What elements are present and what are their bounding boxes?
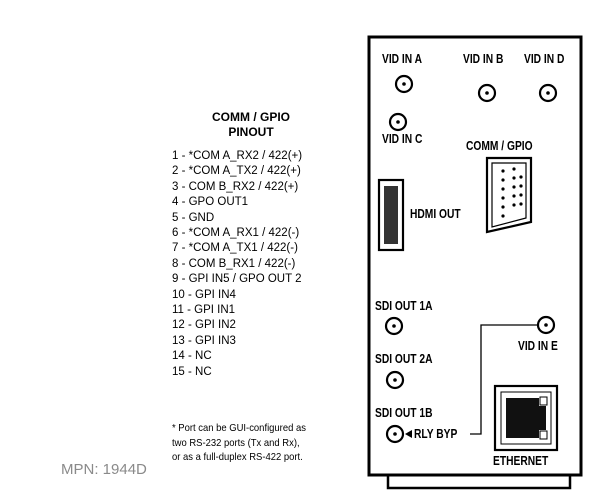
pin-entry: 10 - GPI IN4 bbox=[172, 288, 236, 301]
pin-entry: 14 - NC bbox=[172, 350, 212, 363]
db15-port-icon bbox=[485, 156, 533, 234]
label-hdmi-out: HDMI OUT bbox=[410, 207, 461, 221]
label-rly-byp: RLY BYP bbox=[414, 427, 458, 441]
pin-entry: 5 - GND bbox=[172, 211, 215, 224]
bnc-connector-icon bbox=[538, 83, 558, 103]
pin-entry: 4 - GPO OUT1 bbox=[172, 196, 249, 209]
footnote: * Port can be GUI-configured as two RS-2… bbox=[172, 421, 321, 465]
pin-entry: 2 - *COM A_TX2 / 422(+) bbox=[172, 165, 301, 178]
pinout-title: COMM / GPIO PINOUT bbox=[196, 110, 306, 140]
label-vid-in-e: VID IN E bbox=[518, 339, 558, 353]
panel-bracket bbox=[386, 476, 572, 490]
pin-entry: 1 - *COM A_RX2 / 422(+) bbox=[172, 150, 303, 162]
pinout-title-line1: COMM / GPIO bbox=[212, 110, 290, 124]
relay-bypass-line bbox=[470, 324, 538, 435]
arrow-left-icon bbox=[405, 430, 412, 438]
pin-entry: 7 - *COM A_TX1 / 422(-) bbox=[172, 242, 298, 255]
label-sdi-out-1a: SDI OUT 1A bbox=[375, 299, 433, 313]
label-sdi-out-1b: SDI OUT 1B bbox=[375, 406, 433, 420]
label-ethernet: ETHERNET bbox=[493, 454, 549, 468]
label-vid-in-c: VID IN C bbox=[382, 132, 423, 146]
pin-list: 1 - *COM A_RX2 / 422(+) 2 - *COM A_TX2 /… bbox=[172, 149, 302, 380]
pin-entry: 6 - *COM A_RX1 / 422(-) bbox=[172, 227, 300, 240]
pin-entry: 11 - GPI IN1 bbox=[172, 304, 236, 317]
bnc-connector-icon bbox=[394, 74, 414, 94]
pinout-title-line2: PINOUT bbox=[228, 125, 274, 139]
mpn-label: MPN: 1944D bbox=[61, 461, 147, 478]
label-vid-in-b: VID IN B bbox=[463, 52, 504, 66]
hdmi-port-icon bbox=[377, 178, 405, 252]
label-vid-in-a: VID IN A bbox=[382, 52, 423, 66]
pin-entry: 3 - COM B_RX2 / 422(+) bbox=[172, 180, 299, 193]
bnc-connector-icon bbox=[477, 83, 497, 103]
bnc-connector-icon bbox=[388, 112, 408, 132]
footnote-line: * Port can be GUI-configured as bbox=[172, 422, 306, 434]
bnc-connector-icon bbox=[385, 424, 405, 444]
footnote-line: or as a full-duplex RS-422 port. bbox=[172, 451, 303, 463]
ethernet-port-icon bbox=[493, 384, 559, 452]
bnc-connector-icon bbox=[385, 370, 405, 390]
bnc-connector-icon bbox=[384, 316, 404, 336]
pin-entry: 8 - COM B_RX1 / 422(-) bbox=[172, 257, 296, 270]
pin-entry: 13 - GPI IN3 bbox=[172, 334, 236, 347]
pin-entry: 9 - GPI IN5 / GPO OUT 2 bbox=[172, 273, 302, 286]
label-sdi-out-2a: SDI OUT 2A bbox=[375, 352, 433, 366]
pin-entry: 12 - GPI IN2 bbox=[172, 319, 236, 332]
label-vid-in-d: VID IN D bbox=[524, 52, 565, 66]
footnote-line: two RS-232 ports (Tx and Rx), bbox=[172, 436, 300, 449]
pin-entry: 15 - NC bbox=[172, 365, 212, 378]
label-comm-gpio: COMM / GPIO bbox=[466, 139, 533, 153]
